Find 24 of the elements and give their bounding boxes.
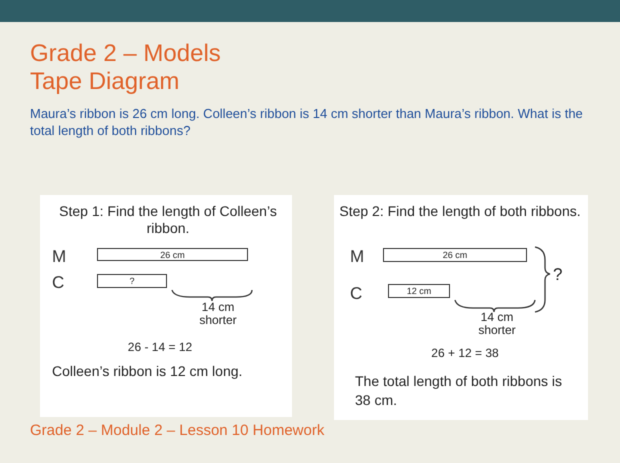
slide-title: Grade 2 – Models Tape Diagram — [30, 40, 222, 96]
bar-value: 26 cm — [160, 250, 185, 260]
difference-label: 14 cm shorter — [198, 301, 238, 327]
problem-text: Maura’s ribbon is 26 cm long. Colleen’s ribbon is 14 cm shorter than Maura’s ribbon. What is the total length of both ribbons? — [30, 105, 584, 139]
tape-label: C — [350, 283, 364, 305]
step-instruction: Step 2: Find the length of both ribbons. — [338, 203, 582, 220]
total-question-mark: ? — [553, 264, 564, 286]
tape-label: M — [52, 246, 68, 268]
equation-text: 26 - 14 = 12 — [126, 339, 194, 356]
bar-value: 12 cm — [406, 286, 432, 296]
bar-value: 26 cm — [442, 250, 468, 260]
tape-bar — [97, 248, 248, 261]
answer-sentence: Colleen’s ribbon is 12 cm long. — [52, 362, 244, 381]
tape-label: M — [350, 246, 366, 268]
answer-sentence: The total length of both ribbons is 38 cm. — [355, 372, 564, 410]
difference-label: 14 cm shorter — [477, 311, 517, 337]
tape-label: C — [52, 272, 66, 294]
tape-bar — [388, 284, 450, 298]
footer-caption: Grade 2 – Module 2 – Lesson 10 Homework — [30, 421, 324, 441]
equation-text: 26 + 12 = 38 — [430, 345, 500, 362]
tape-bar — [383, 248, 527, 262]
step-instruction: Step 1: Find the length of Colleen’s ribbon. — [58, 203, 278, 237]
bar-value: ? — [129, 276, 134, 286]
tape-bar — [97, 274, 167, 288]
